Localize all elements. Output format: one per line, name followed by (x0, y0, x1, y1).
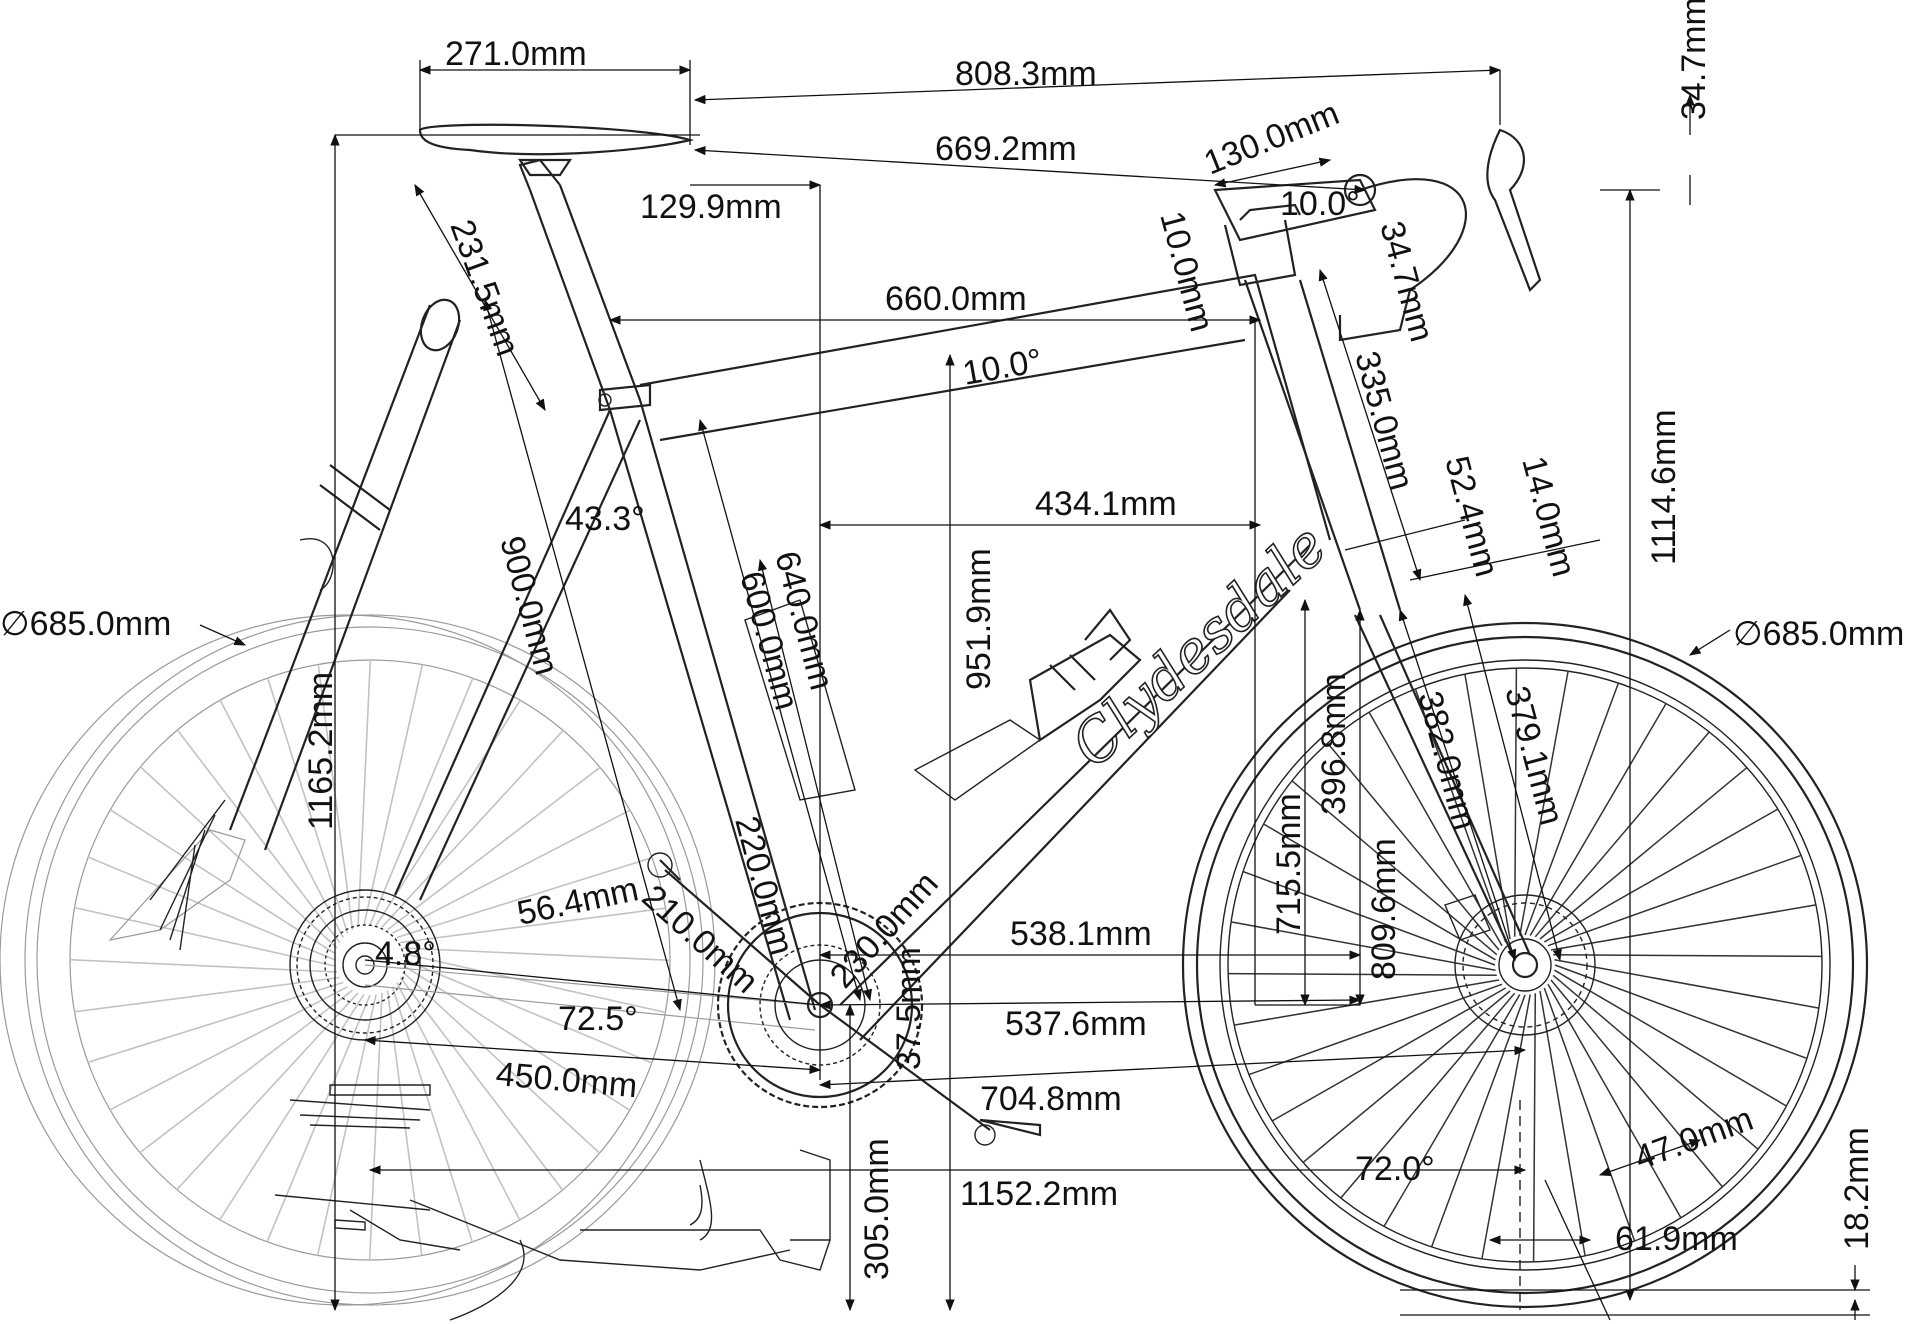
spoke (266, 994, 371, 1243)
dim-chainstay-drop: 220.0mm (727, 812, 800, 959)
spoke (1539, 990, 1586, 1257)
dim-rear-angle: 4.8° (375, 935, 436, 973)
spoke (1532, 993, 1537, 1262)
spoke (1539, 767, 1748, 940)
dim-toe-overlap: 704.8mm (980, 1080, 1122, 1118)
dim-bb-drop: 37.5mm (890, 947, 928, 1070)
spoke (1554, 964, 1808, 1060)
dim-fork-offset-b: 14.0mm (1514, 452, 1582, 580)
dim-stem-length: 130.0mm (1199, 94, 1345, 182)
dim-saddle-to-bar: 808.3mm (955, 55, 1097, 93)
dim-front-center-b: 537.6mm (1005, 1005, 1147, 1043)
dim-axle-crown: 379.1mm (1497, 682, 1570, 829)
spoke (1543, 987, 1636, 1242)
spoke (1340, 992, 1516, 1199)
spoke (1430, 994, 1526, 1248)
spoke (1547, 983, 1682, 1219)
spoke (375, 699, 521, 926)
spoke (363, 664, 424, 926)
dim-fork-rake: 47.0mm (1630, 1100, 1758, 1178)
spoke (402, 947, 671, 962)
spoke (1550, 904, 1817, 951)
spoke (399, 977, 564, 1191)
brand-logo: Clydesdale (1058, 511, 1340, 780)
dim-rear-wheel-dia: ∅685.0mm (0, 605, 171, 643)
dim-fork-length: 382.0mm (1410, 687, 1483, 834)
spoke (1233, 979, 1500, 1026)
dim-seat-stay-angle: 43.3° (565, 500, 645, 538)
spoke (87, 981, 344, 1064)
spoke (1228, 972, 1497, 977)
spoke (1534, 731, 1710, 938)
dim-reach: 434.1mm (1035, 485, 1177, 523)
spoke (109, 809, 336, 955)
dim-bb-to-head: 396.8mm (1315, 673, 1353, 815)
saddle (418, 123, 695, 191)
dim-spacer-height: 10.0mm (1152, 207, 1220, 335)
dim-front-center-a: 538.1mm (1010, 915, 1152, 953)
spoke (1327, 742, 1500, 951)
spoke (1553, 953, 1822, 958)
spoke (1383, 994, 1521, 1227)
dimension-lines (199, 60, 1870, 1321)
spoke (69, 958, 338, 973)
spoke (139, 989, 353, 1154)
dim-head-angle: 72.0° (1355, 1150, 1435, 1188)
dim-stem-angle: 10.0° (1280, 185, 1360, 223)
spoke (1552, 974, 1759, 1150)
dim-tire-clearance: 18.2mm (1838, 1127, 1876, 1250)
dim-wheelbase: 1152.2mm (960, 1175, 1118, 1213)
dim-setback: 129.9mm (640, 188, 782, 226)
spoke (87, 856, 336, 961)
dim-headset-stack: 34.7mm (1372, 217, 1440, 345)
spoke (109, 986, 348, 1111)
dim-effective-top-tube: 660.0mm (885, 280, 1027, 318)
dim-saddle-ground: 1165.2mm (302, 672, 340, 830)
spoke (74, 906, 336, 967)
dim-bb-height: 305.0mm (858, 1138, 896, 1280)
spoke (176, 729, 341, 943)
spoke (74, 976, 340, 1013)
spoke (357, 659, 372, 928)
spoke (396, 982, 521, 1221)
spoke (1554, 969, 1787, 1107)
dim-stack: 715.5mm (1270, 793, 1308, 935)
dim-seatpost-exposed: 231.5mm (442, 215, 526, 361)
dim-front-wheel-dia: ∅685.0mm (1733, 615, 1904, 653)
ghost-frame (108, 799, 831, 1321)
dimension-labels: 271.0mm 808.3mm 34.7mm 669.2mm 130.0mm 1… (0, 0, 1904, 1280)
dim-fork-offset-a: 52.4mm (1437, 452, 1505, 580)
spoke (1554, 959, 1820, 1009)
spoke (219, 994, 365, 1221)
dim-head-height: 809.6mm (1365, 838, 1403, 980)
spoke (386, 990, 423, 1256)
dim-chainstay: 450.0mm (494, 1055, 639, 1105)
spoke (1543, 808, 1779, 943)
spoke (176, 992, 359, 1191)
spoke (1481, 994, 1531, 1260)
dim-seat-angle: 72.5° (558, 1000, 638, 1038)
dim-bar-drop-right: 34.7mm (1675, 0, 1713, 120)
dim-saddle-length: 271.0mm (445, 35, 587, 73)
dim-top-tube-slope: 10.0° (960, 342, 1045, 393)
spoke (391, 986, 474, 1243)
spoke (369, 677, 474, 926)
spoke (1302, 990, 1511, 1163)
dim-reach-saddle-bar: 669.2mm (935, 130, 1077, 168)
dim-crank-to-pedal: 56.4mm (514, 870, 642, 933)
dim-bar-height: 1114.6mm (1645, 409, 1683, 565)
dim-trail: 61.9mm (1615, 1220, 1738, 1258)
dim-stack-to-saddle: 951.9mm (960, 548, 998, 690)
spoke (219, 699, 344, 938)
spoke (1547, 854, 1802, 947)
